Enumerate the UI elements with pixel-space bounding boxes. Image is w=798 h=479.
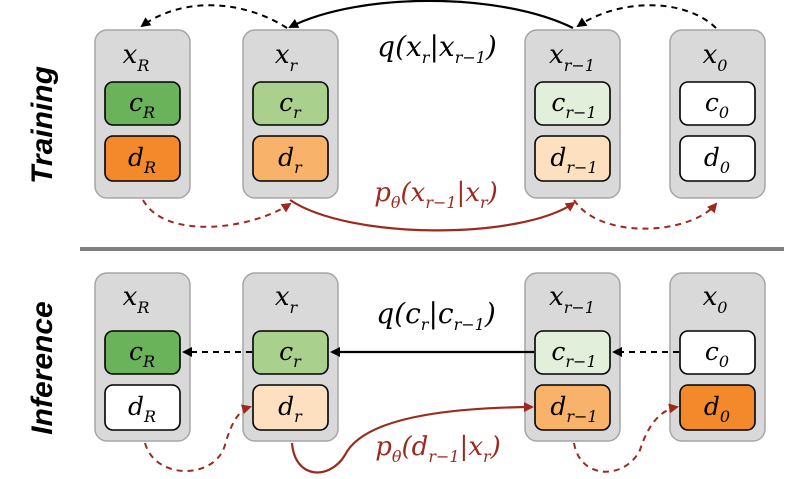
d-box-0: [679, 135, 756, 182]
c-box-0: [679, 81, 756, 126]
inf-forward-label: q(cr|cr−1): [376, 297, 496, 334]
inf-reverse-arrow-r-to-drm1: [290, 402, 534, 474]
inf-title-x-0: x0: [703, 282, 728, 317]
train-reverse-arrow-r-to-rm1: [289, 199, 576, 232]
inf-d-label-r: dr: [278, 392, 303, 426]
inf-c-label-r-minus-1: cr−1: [551, 337, 596, 371]
title-x-0: x0: [703, 40, 728, 75]
inf-title-x-R: xR: [123, 282, 150, 317]
training-section-label: Training: [26, 66, 59, 184]
inf-title-x-r: xr: [275, 282, 299, 317]
title-x-r: xr: [275, 40, 299, 75]
inf-d-label-0: d0: [704, 392, 730, 426]
inf-c-box-0: [679, 330, 756, 375]
inf-d-box-r-minus-1: [534, 384, 611, 431]
train-reverse-arrow-rm1-to-0: [573, 199, 718, 230]
training-section: xR xr xr−1 x0 cR cr cr−1 c0 dR dr dr−1 d…: [94, 0, 766, 232]
inf-c-box-r: [252, 330, 329, 375]
train-forward-label: q(xr|xr−1): [377, 30, 497, 67]
inf-c-label-0: c0: [705, 337, 729, 371]
c-label-0: c0: [705, 88, 729, 122]
train-reverse-label: pθ(xr−1|xr): [374, 178, 498, 212]
c-label-r-minus-1: cr−1: [551, 88, 596, 122]
d-box-r: [252, 135, 329, 182]
inference-section-label: Inference: [26, 301, 59, 434]
d-box-r-minus-1: [534, 135, 611, 182]
inf-d-label-R: dR: [128, 392, 156, 426]
d-label-r: dr: [278, 143, 303, 177]
d-box-R: [104, 135, 181, 182]
c-box-R: [104, 81, 181, 126]
train-forward-arrow-r-to-R: [140, 4, 288, 29]
c-label-R: cR: [129, 88, 155, 122]
inf-d-box-R: [104, 384, 181, 431]
title-x-R: xR: [123, 40, 150, 75]
title-x-r-minus-1: xr−1: [549, 40, 595, 75]
inf-d-label-r-minus-1: dr−1: [550, 392, 597, 426]
c-box-r: [252, 81, 329, 126]
train-reverse-arrow-R-to-r: [142, 199, 292, 228]
inf-reverse-arrow-rm1-to-d0: [573, 403, 679, 473]
inf-d-box-r: [252, 384, 329, 431]
inf-d-box-0: [679, 384, 756, 431]
inf-reverse-arrow-R-to-dr: [144, 404, 252, 472]
inf-title-x-r-minus-1: xr−1: [549, 282, 595, 317]
inference-section: xR xr xr−1 x0 cR cr cr−1 c0 dR dr dr−1 d…: [94, 272, 766, 474]
d-label-r-minus-1: dr−1: [550, 143, 597, 177]
c-box-r-minus-1: [534, 81, 611, 126]
inf-c-box-r-minus-1: [534, 330, 611, 375]
inf-c-label-r: cr: [279, 337, 302, 371]
inf-c-label-R: cR: [129, 337, 155, 371]
d-label-0: d0: [704, 143, 730, 177]
train-forward-arrow-rm1-to-r: [288, 0, 574, 29]
inf-c-box-R: [104, 330, 181, 375]
inf-reverse-label: pθ(dr−1|xr): [375, 432, 501, 466]
train-forward-arrow-0-to-rm1: [576, 4, 717, 29]
c-label-r: cr: [279, 88, 302, 122]
d-label-R: dR: [128, 143, 156, 177]
